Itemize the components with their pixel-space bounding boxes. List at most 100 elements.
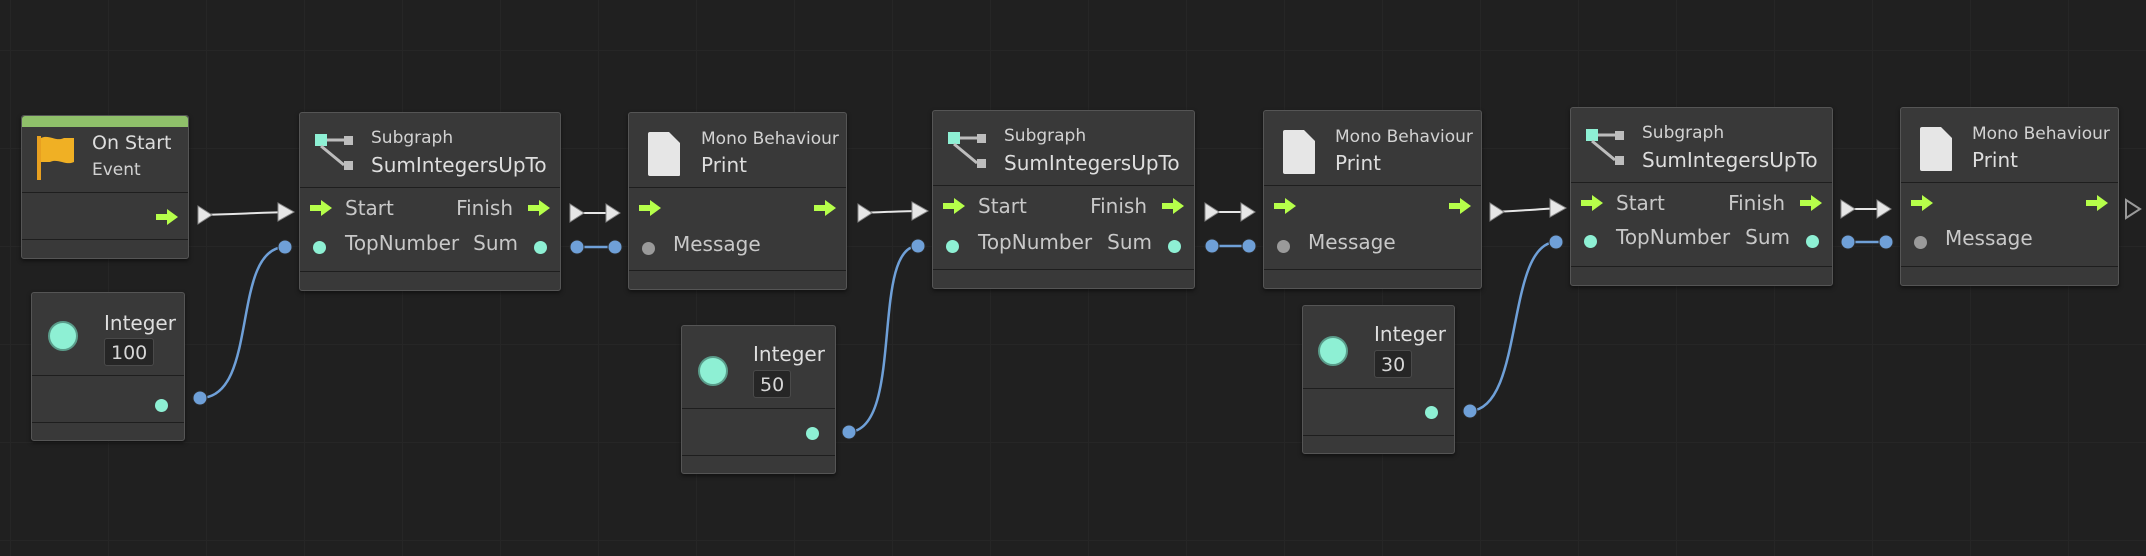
input-port[interactable] (1584, 235, 1597, 248)
exec-arrow-icon (605, 203, 621, 223)
integer-node[interactable]: Integer 100 (31, 292, 185, 441)
start-port-label: Start (978, 194, 1027, 218)
node-subtitle: Event (92, 160, 141, 180)
flow-out-arrow-icon[interactable] (2086, 195, 2108, 211)
flow-out-arrow-icon[interactable] (156, 209, 178, 225)
message-port-label: Message (1945, 226, 2033, 250)
exec-arrow-icon (197, 205, 213, 225)
node-title: Print (1335, 151, 1382, 175)
subgraph-icon (315, 134, 353, 170)
finish-port-label: Finish (456, 196, 513, 220)
node-title: SumIntegersUpTo (371, 153, 547, 177)
subgraph-icon (1586, 129, 1624, 165)
flow-out-arrow-icon[interactable] (1800, 195, 1822, 211)
flow-out-arrow-icon[interactable] (1449, 198, 1471, 214)
input-port[interactable] (642, 242, 655, 255)
node-footer (1303, 435, 1454, 453)
input-port[interactable] (1277, 240, 1290, 253)
input-port[interactable] (313, 241, 326, 254)
node-title: Integer (753, 342, 825, 366)
flow-in-arrow-icon[interactable] (1581, 195, 1603, 211)
integer-value-field[interactable]: 100 (104, 338, 155, 366)
flow-out-arrow-icon[interactable] (814, 200, 836, 216)
node-header: Integer 30 (1303, 306, 1454, 389)
integer-value-field[interactable]: 50 (753, 370, 792, 398)
data-wire (1469, 240, 1557, 413)
node-footer (1264, 269, 1481, 288)
node-ports: Message (1901, 183, 2118, 267)
input-port[interactable] (946, 240, 959, 253)
node-title: Integer (1374, 322, 1446, 346)
data-wire (848, 244, 919, 434)
print-node[interactable]: Mono Behaviour Print Message (1900, 107, 2119, 286)
flow-out-arrow-icon[interactable] (528, 200, 550, 216)
output-port[interactable] (1168, 240, 1181, 253)
node-category: Mono Behaviour (1335, 127, 1473, 147)
node-ports: Start Finish TopNumber Sum (300, 188, 560, 272)
node-footer (22, 239, 188, 258)
top-number-port-label: TopNumber (1616, 225, 1731, 249)
integer-value-field[interactable]: 30 (1374, 350, 1413, 378)
print-node[interactable]: Mono Behaviour Print Message (1263, 110, 1482, 289)
integer-type-icon (698, 356, 728, 386)
sum-port-label: Sum (1745, 225, 1790, 249)
wire-endpoint (1878, 234, 1894, 250)
wire-endpoint (569, 239, 585, 255)
start-port-label: Start (1616, 191, 1665, 215)
exec-arrow-icon (1876, 199, 1892, 219)
exec-arrow-icon (1240, 202, 1256, 222)
print-node[interactable]: Mono Behaviour Print Message (628, 112, 847, 290)
exec-arrow-icon (1840, 199, 1856, 219)
wire-endpoint (1241, 238, 1257, 254)
wire-endpoint (277, 239, 293, 255)
exec-arrow-icon (857, 203, 873, 223)
node-title: On Start (92, 132, 172, 154)
start-port-label: Start (345, 196, 394, 220)
flow-in-arrow-icon[interactable] (1274, 198, 1296, 214)
wire-endpoint (1548, 234, 1564, 250)
node-ports: Message (1264, 186, 1481, 270)
subgraph-node[interactable]: Subgraph SumIntegersUpTo Start Finish To… (932, 110, 1195, 289)
node-header: Mono Behaviour Print (629, 113, 846, 188)
node-footer (1571, 266, 1832, 285)
exec-arrow-icon (1204, 202, 1220, 222)
top-number-port-label: TopNumber (978, 230, 1093, 254)
integer-node[interactable]: Integer 50 (681, 325, 836, 474)
flow-in-arrow-icon[interactable] (943, 198, 965, 214)
node-ports: Start Finish TopNumber Sum (1571, 183, 1832, 267)
exec-arrow-icon (1489, 202, 1505, 222)
output-port[interactable] (155, 399, 168, 412)
flow-in-arrow-icon[interactable] (310, 200, 332, 216)
integer-node[interactable]: Integer 30 (1302, 305, 1455, 454)
output-port[interactable] (1806, 235, 1819, 248)
wire-endpoint (1204, 238, 1220, 254)
node-header: Integer 50 (682, 326, 835, 409)
exec-arrow-icon (911, 201, 930, 221)
output-port[interactable] (534, 241, 547, 254)
exec-arrow-icon (1549, 198, 1568, 218)
wire-endpoint (607, 239, 623, 255)
subgraph-icon (948, 132, 986, 168)
on-start-node[interactable]: On Start Event (21, 115, 189, 259)
subgraph-node[interactable]: Subgraph SumIntegersUpTo Start Finish To… (299, 112, 561, 291)
flow-out-arrow-icon[interactable] (1162, 198, 1184, 214)
node-title: SumIntegersUpTo (1642, 148, 1818, 172)
node-title: Integer (104, 311, 176, 335)
node-category: Subgraph (371, 128, 454, 148)
node-header: Integer 100 (32, 293, 184, 376)
node-header: On Start Event (22, 116, 188, 193)
node-category: Mono Behaviour (701, 129, 839, 149)
node-ports: Message (629, 188, 846, 272)
data-output-row (682, 409, 835, 456)
node-ports: Start Finish TopNumber Sum (933, 186, 1194, 270)
data-output-row (32, 376, 184, 423)
exec-output-row (22, 193, 188, 239)
flow-in-arrow-icon[interactable] (639, 200, 661, 216)
node-header: Subgraph SumIntegersUpTo (933, 111, 1194, 186)
subgraph-node[interactable]: Subgraph SumIntegersUpTo Start Finish To… (1570, 107, 1833, 286)
output-port[interactable] (806, 427, 819, 440)
input-port[interactable] (1914, 236, 1927, 249)
output-port[interactable] (1425, 406, 1438, 419)
flow-in-arrow-icon[interactable] (1911, 195, 1933, 211)
